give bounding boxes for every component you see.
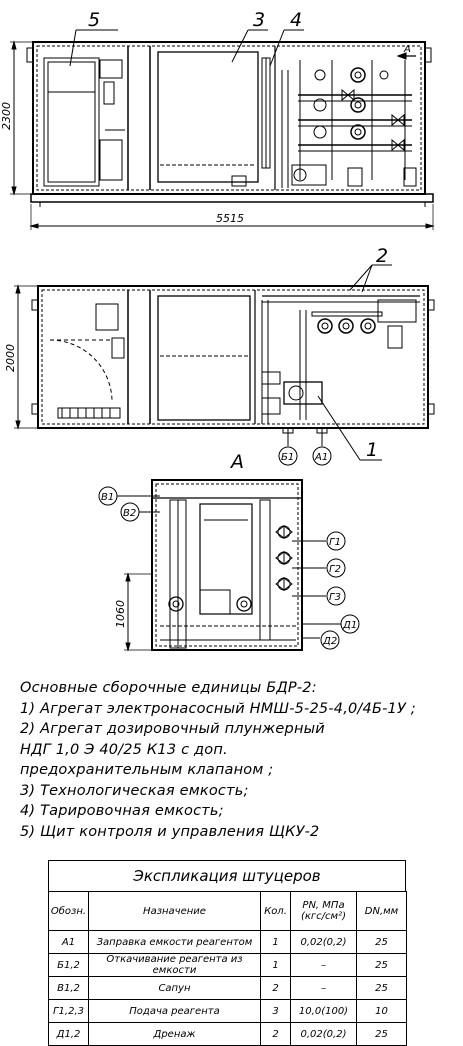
notes-line: 4) Тарировочная емкость; <box>20 803 224 819</box>
arrow-label-a: A <box>403 44 411 55</box>
callout-3: 3 <box>253 9 265 31</box>
notes-line: 1) Агрегат электронасосный НМШ-5-25-4,0/… <box>20 700 416 717</box>
table-cell: Откачивание реагента из емкости <box>88 953 261 977</box>
table-cell: Заправка емкости реагентом <box>88 930 261 954</box>
fittings-grid: Обозн. Назначение Кол. PN, МПа (кгс/см²)… <box>48 891 407 1046</box>
plan-view <box>31 285 435 446</box>
callout-4: 4 <box>290 9 302 31</box>
dim-height-1: 2300 <box>0 102 13 130</box>
table-title: Экспликация штуцеров <box>48 860 406 891</box>
notes-line: 2) Агрегат дозировочный плунжерный <box>20 721 325 737</box>
table-row: Г1,2,3 Подача реагента 3 10,0(100) 10 <box>48 999 407 1023</box>
port-v2: В2 <box>123 508 136 519</box>
fittings-table: Экспликация штуцеров Обозн. Назначение К… <box>48 860 407 1046</box>
col-header: DN,мм <box>356 891 407 931</box>
table-cell: 25 <box>356 1022 407 1046</box>
table-cell: 0,02(0,2) <box>290 1022 357 1046</box>
table-cell: Подача реагента <box>88 999 261 1023</box>
col-header: Обозн. <box>48 891 89 931</box>
port-g1: Г1 <box>329 537 341 548</box>
table-cell: Д1,2 <box>48 1022 89 1046</box>
table-header-row: Обозн. Назначение Кол. PN, МПа (кгс/см²)… <box>48 891 407 931</box>
notes-line: 3) Технологическая емкость; <box>20 782 249 799</box>
callout-1: 1 <box>366 439 378 461</box>
table-cell: 25 <box>356 930 407 954</box>
table-cell: 1 <box>260 953 291 977</box>
port-a1: А1 <box>314 452 328 463</box>
table-row: Б1,2 Откачивание реагента из емкости 1 –… <box>48 953 407 977</box>
callout-5: 5 <box>88 9 100 31</box>
table-cell: – <box>290 953 357 977</box>
section-a-view <box>148 479 326 651</box>
table-cell: 10 <box>356 999 407 1023</box>
port-b1: Б1 <box>281 452 294 463</box>
front-view <box>26 41 434 207</box>
table-cell: 1 <box>260 930 291 954</box>
dim-width: 5515 <box>216 212 244 225</box>
table-cell: 2 <box>260 976 291 1000</box>
table-cell: 10,0(100) <box>290 999 357 1023</box>
technical-drawing: 2300 5515 2000 1060 5 3 4 2 1 A A Б1 А1 … <box>0 9 435 652</box>
dim-height-3: 1060 <box>114 600 127 628</box>
table-cell: 0,02(0,2) <box>290 930 357 954</box>
notes-line: НДГ 1,0 Э 40/25 К13 с доп. <box>20 741 228 758</box>
notes-heading: Основные сборочные единицы БДР-2: <box>20 680 317 696</box>
assembly-notes: Основные сборочные единицы БДР-2: 1) Агр… <box>20 678 460 842</box>
col-header: Кол. <box>260 891 291 931</box>
dim-height-2: 2000 <box>4 344 17 372</box>
callout-2: 2 <box>376 245 388 267</box>
col-header: Назначение <box>88 891 261 931</box>
table-cell: Дренаж <box>88 1022 261 1046</box>
table-cell: Г1,2,3 <box>48 999 89 1023</box>
table-row: В1,2 Сапун 2 – 25 <box>48 976 407 1000</box>
table-cell: 2 <box>260 1022 291 1046</box>
notes-line: предохранительным клапаном ; <box>20 762 274 778</box>
view-label-a: A <box>229 451 244 473</box>
notes-line: 5) Щит контроля и управления ЩКУ-2 <box>20 823 320 840</box>
table-cell: 3 <box>260 999 291 1023</box>
table-row: А1 Заправка емкости реагентом 1 0,02(0,2… <box>48 930 407 954</box>
table-row: Д1,2 Дренаж 2 0,02(0,2) 25 <box>48 1022 407 1046</box>
table-cell: 25 <box>356 953 407 977</box>
port-d2: Д2 <box>322 636 337 647</box>
col-header: PN, МПа (кгс/см²) <box>290 891 357 931</box>
table-cell: 25 <box>356 976 407 1000</box>
port-g3: Г3 <box>329 592 341 603</box>
port-v1: В1 <box>101 492 114 503</box>
table-cell: – <box>290 976 357 1000</box>
port-g2: Г2 <box>329 564 341 575</box>
table-cell: В1,2 <box>48 976 89 1000</box>
table-cell: Б1,2 <box>48 953 89 977</box>
port-d1: Д1 <box>342 620 357 631</box>
table-cell: А1 <box>48 930 89 954</box>
table-cell: Сапун <box>88 976 261 1000</box>
